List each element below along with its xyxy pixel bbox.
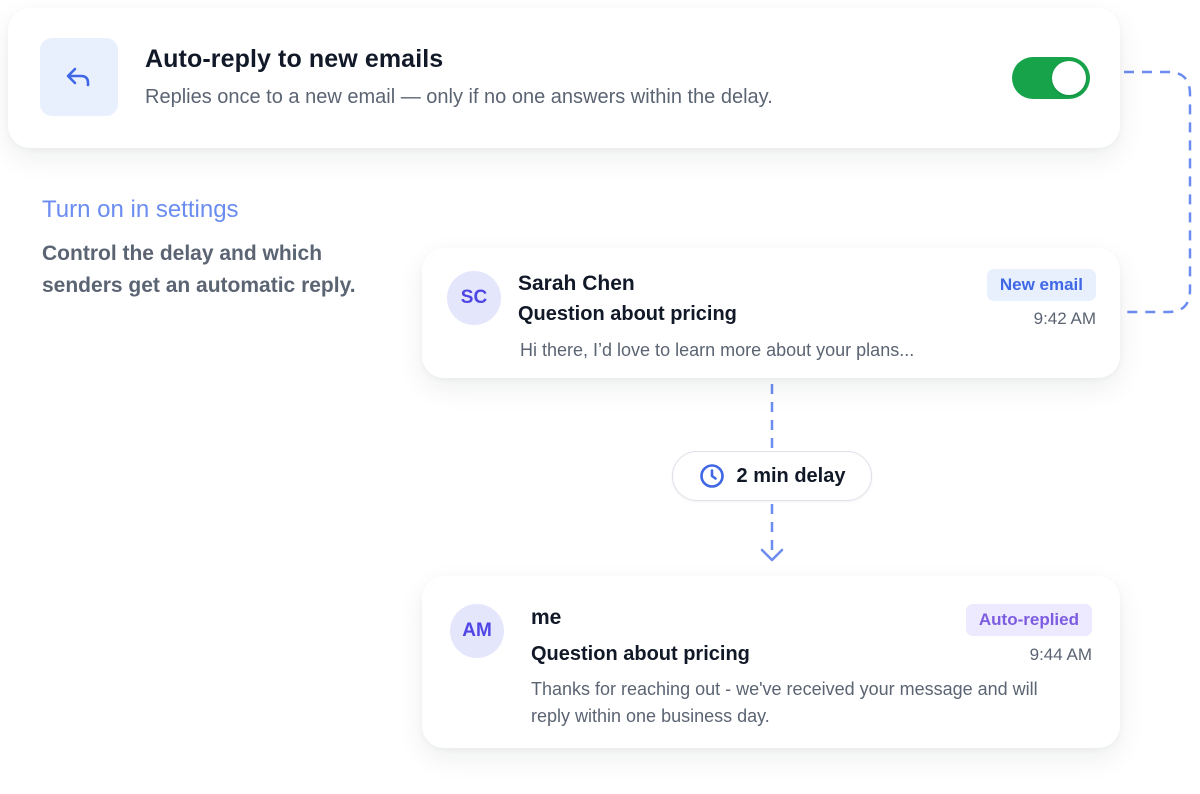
autoreply-title: Auto-reply to new emails xyxy=(145,45,444,73)
email-time: 9:44 AM xyxy=(1029,645,1092,664)
autoreply-settings-card: Auto-reply to new emails Replies once to… xyxy=(8,8,1120,148)
email-preview: Hi there, I’d love to learn more about y… xyxy=(520,340,915,360)
arrow-down-icon xyxy=(760,548,784,562)
email-sender: Sarah Chen xyxy=(518,272,635,295)
incoming-email-card[interactable]: SC Sarah Chen Question about pricing Hi … xyxy=(422,248,1120,378)
email-preview: Thanks for reaching out - we've received… xyxy=(531,679,1038,726)
toggle-knob xyxy=(1052,61,1086,95)
auto-replied-badge: Auto-replied xyxy=(965,604,1092,636)
autoreply-toggle[interactable] xyxy=(1012,57,1090,99)
toggle-to-email-connector xyxy=(1124,70,1192,314)
reply-icon xyxy=(40,38,118,116)
email-sender: me xyxy=(531,606,562,629)
settings-link[interactable]: Turn on in settings xyxy=(42,196,239,223)
delay-label: 2 min delay xyxy=(736,464,846,487)
new-email-badge: New email xyxy=(986,269,1096,301)
avatar: SC xyxy=(447,271,501,325)
delay-pill: 2 min delay xyxy=(672,451,872,501)
settings-description: Control the delay and which senders get … xyxy=(42,242,356,297)
avatar: AM xyxy=(450,604,504,658)
clock-icon xyxy=(699,464,724,488)
autoreply-subtitle: Replies once to a new email — only if no… xyxy=(145,86,773,108)
email-subject: Question about pricing xyxy=(518,303,737,325)
email-subject: Question about pricing xyxy=(531,643,750,665)
auto-reply-email-card[interactable]: AM me Question about pricing Thanks for … xyxy=(422,576,1120,748)
email-time: 9:42 AM xyxy=(1033,309,1096,328)
